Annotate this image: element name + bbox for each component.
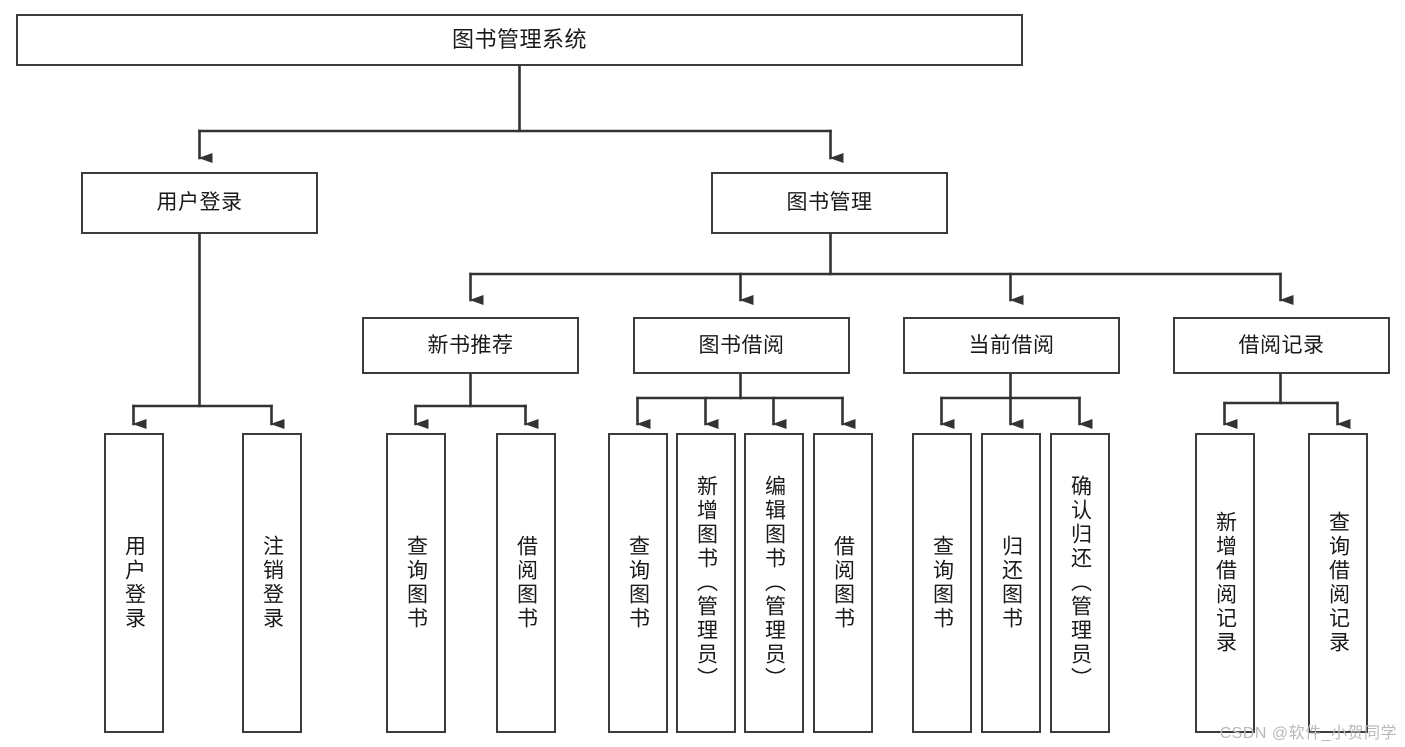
node-label: 用户登录 [156, 191, 243, 215]
node-label: 新增图书（管理员） [694, 475, 718, 691]
node-label: 查询借阅记录 [1326, 511, 1350, 655]
node-label: 确认归还（管理员） [1068, 475, 1092, 691]
node-label: 用户登录 [122, 535, 146, 631]
node-label: 借阅记录 [1238, 333, 1325, 357]
leaf-user-login-logout[interactable]: 注销登录 [242, 433, 302, 733]
node-label: 查询图书 [930, 535, 954, 631]
node-label: 查询图书 [626, 535, 650, 631]
leaf-borrow-add-book[interactable]: 新增图书（管理员） [676, 433, 736, 733]
node-label: 图书借阅 [698, 333, 785, 357]
node-root-system[interactable]: 图书管理系统 [16, 14, 1023, 66]
node-borrow-record[interactable]: 借阅记录 [1173, 317, 1390, 374]
node-label: 归还图书 [999, 535, 1023, 631]
node-current-borrow[interactable]: 当前借阅 [903, 317, 1120, 374]
node-label: 借阅图书 [514, 535, 538, 631]
leaf-recommend-query-book[interactable]: 查询图书 [386, 433, 446, 733]
node-label: 图书管理系统 [451, 26, 587, 52]
node-label: 图书管理 [786, 191, 873, 215]
leaf-borrow-edit-book[interactable]: 编辑图书（管理员） [744, 433, 804, 733]
leaf-borrow-query-book[interactable]: 查询图书 [608, 433, 668, 733]
node-label: 借阅图书 [831, 535, 855, 631]
node-user-login[interactable]: 用户登录 [81, 172, 318, 234]
node-label: 查询图书 [404, 535, 428, 631]
watermark: CSDN @软件_小贺同学 [1219, 725, 1397, 742]
leaf-current-return-book[interactable]: 归还图书 [981, 433, 1041, 733]
node-book-borrow[interactable]: 图书借阅 [633, 317, 850, 374]
leaf-borrow-borrow-book[interactable]: 借阅图书 [813, 433, 873, 733]
leaf-current-confirm-return[interactable]: 确认归还（管理员） [1050, 433, 1110, 733]
leaf-recommend-borrow-book[interactable]: 借阅图书 [496, 433, 556, 733]
leaf-user-login-login[interactable]: 用户登录 [104, 433, 164, 733]
node-label: 新书推荐 [427, 333, 514, 357]
leaf-record-add-record[interactable]: 新增借阅记录 [1195, 433, 1255, 733]
leaf-record-query-record[interactable]: 查询借阅记录 [1308, 433, 1368, 733]
node-new-book-recommend[interactable]: 新书推荐 [362, 317, 579, 374]
node-book-management[interactable]: 图书管理 [711, 172, 948, 234]
node-label: 当前借阅 [968, 333, 1055, 357]
node-label: 新增借阅记录 [1213, 511, 1237, 655]
node-label: 注销登录 [260, 535, 284, 631]
leaf-current-query-book[interactable]: 查询图书 [912, 433, 972, 733]
node-label: 编辑图书（管理员） [762, 475, 786, 691]
